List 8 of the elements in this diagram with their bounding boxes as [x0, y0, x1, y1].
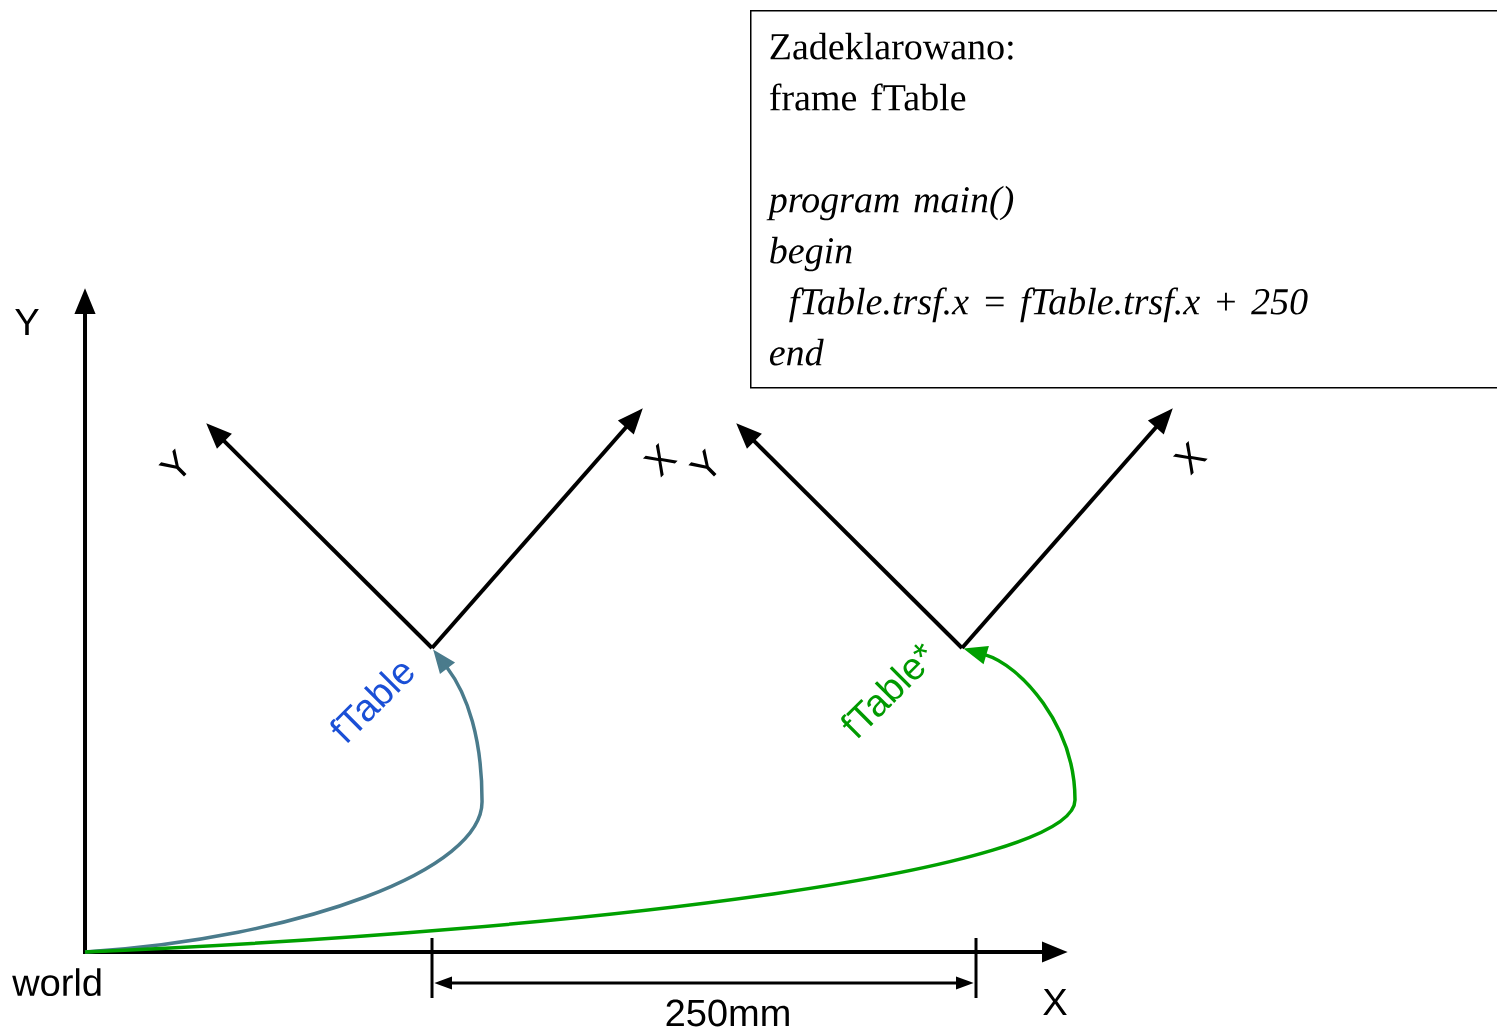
code-box: Zadeklarowano: frame fTable program main() begin fTable.trsf.x = fTable.trsf.x + 250 end — [750, 10, 1497, 389]
axis-label: X — [642, 442, 678, 478]
axis-label: Y — [15, 308, 39, 336]
axis-label: X — [1172, 440, 1208, 476]
axis-label: Y — [688, 448, 717, 477]
frame-label: world — [12, 968, 101, 997]
axis-label: X — [1043, 988, 1067, 1016]
dimension-label: 250mm — [666, 999, 789, 1027]
